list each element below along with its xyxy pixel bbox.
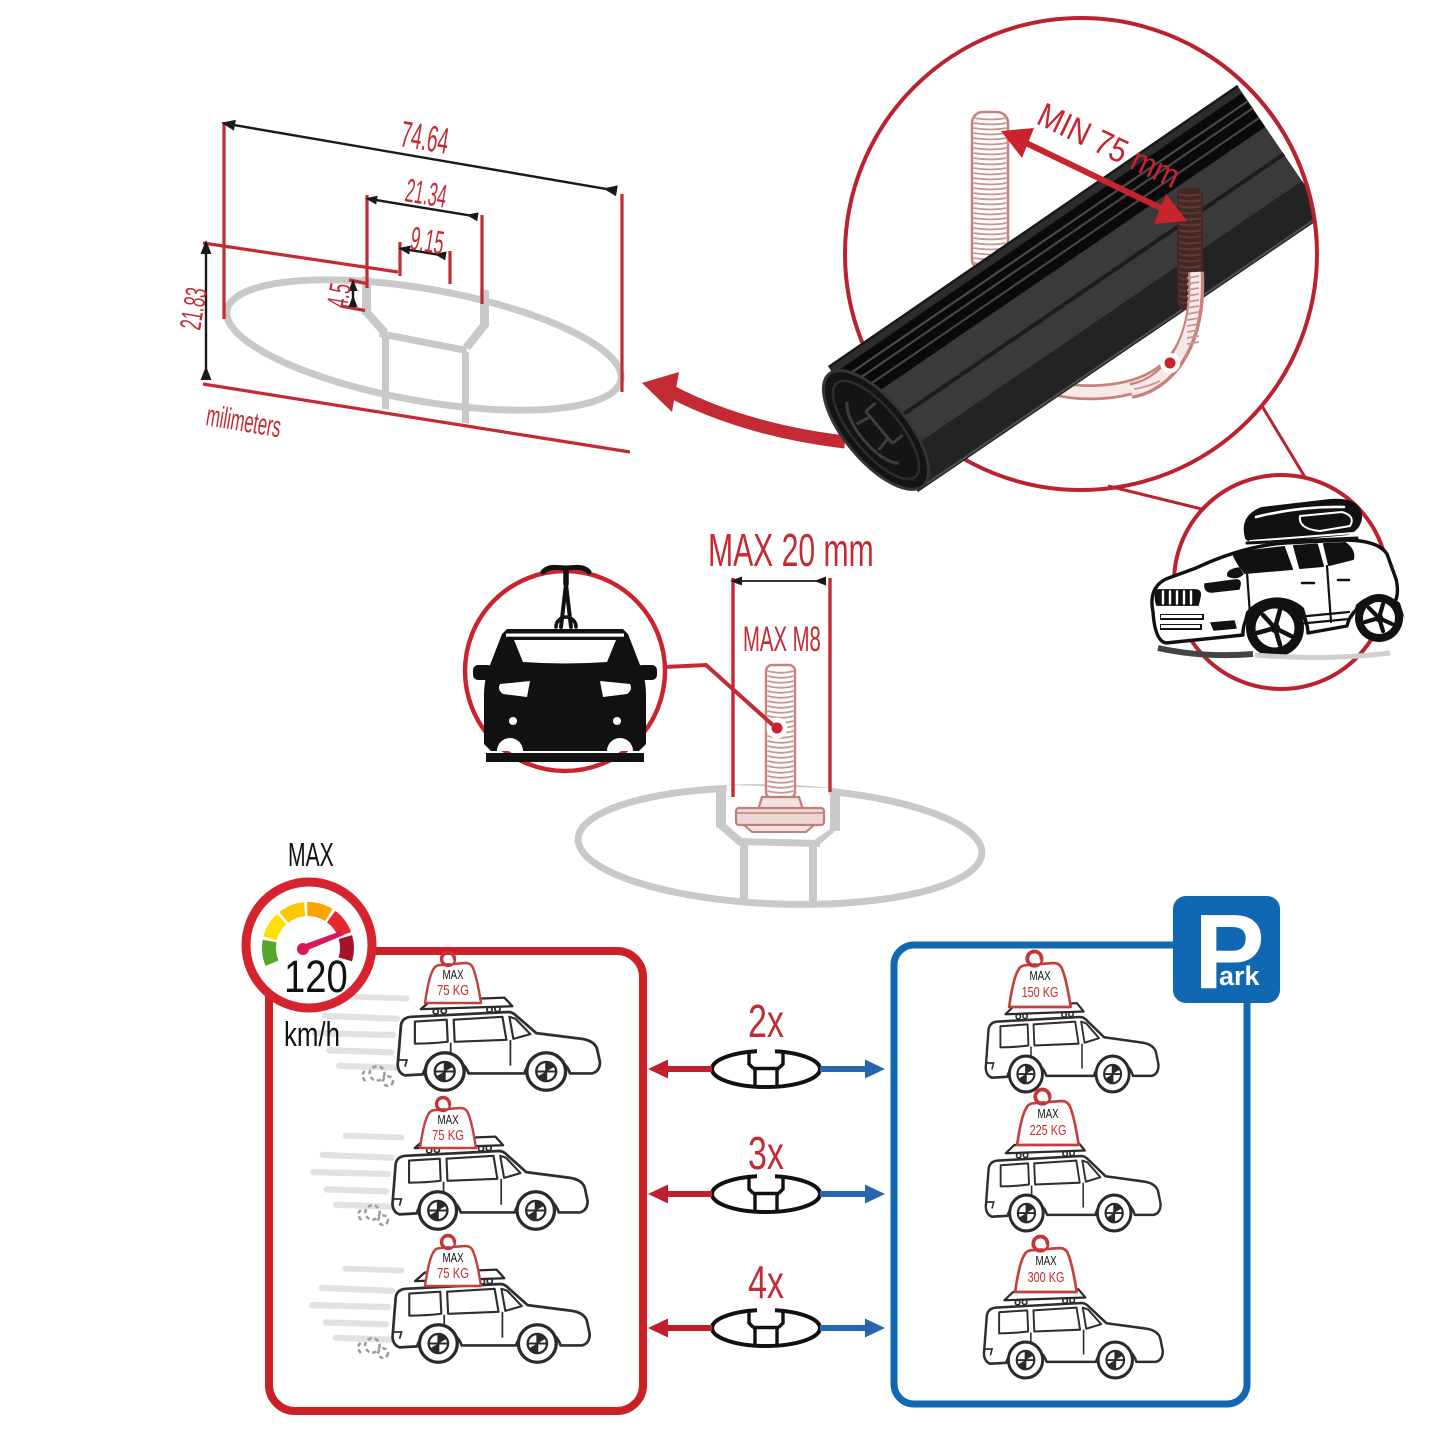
svg-text:P: P xyxy=(1194,893,1265,1011)
svg-text:9.15: 9.15 xyxy=(408,219,447,262)
svg-text:120: 120 xyxy=(284,951,348,1002)
svg-text:MAX: MAX xyxy=(442,1252,463,1266)
svg-text:2x: 2x xyxy=(748,995,784,1047)
svg-text:MAX: MAX xyxy=(1029,970,1050,984)
svg-text:MAX: MAX xyxy=(288,836,334,873)
svg-text:75 KG: 75 KG xyxy=(437,982,469,999)
svg-text:21.83: 21.83 xyxy=(174,285,214,332)
svg-text:21.34: 21.34 xyxy=(403,171,450,215)
svg-text:MAX: MAX xyxy=(1035,1255,1056,1269)
svg-text:ark: ark xyxy=(1219,961,1261,991)
svg-text:300 KG: 300 KG xyxy=(1028,1268,1065,1285)
svg-text:km/h: km/h xyxy=(284,1017,340,1054)
svg-text:4x: 4x xyxy=(748,1256,784,1308)
svg-text:225 KG: 225 KG xyxy=(1030,1121,1067,1138)
svg-text:4.5: 4.5 xyxy=(322,281,359,310)
svg-text:MAX: MAX xyxy=(442,969,463,983)
svg-text:milimeters: milimeters xyxy=(204,399,284,444)
svg-text:150 KG: 150 KG xyxy=(1022,983,1059,1000)
svg-text:MAX: MAX xyxy=(437,1114,458,1128)
svg-text:3x: 3x xyxy=(748,1127,784,1179)
svg-text:75 KG: 75 KG xyxy=(432,1127,464,1144)
svg-text:74.64: 74.64 xyxy=(398,114,452,163)
svg-text:MAX M8: MAX M8 xyxy=(743,620,821,659)
svg-text:MAX: MAX xyxy=(1037,1108,1058,1122)
svg-text:MAX 20 mm: MAX 20 mm xyxy=(708,526,874,577)
svg-text:75 KG: 75 KG xyxy=(437,1265,469,1282)
